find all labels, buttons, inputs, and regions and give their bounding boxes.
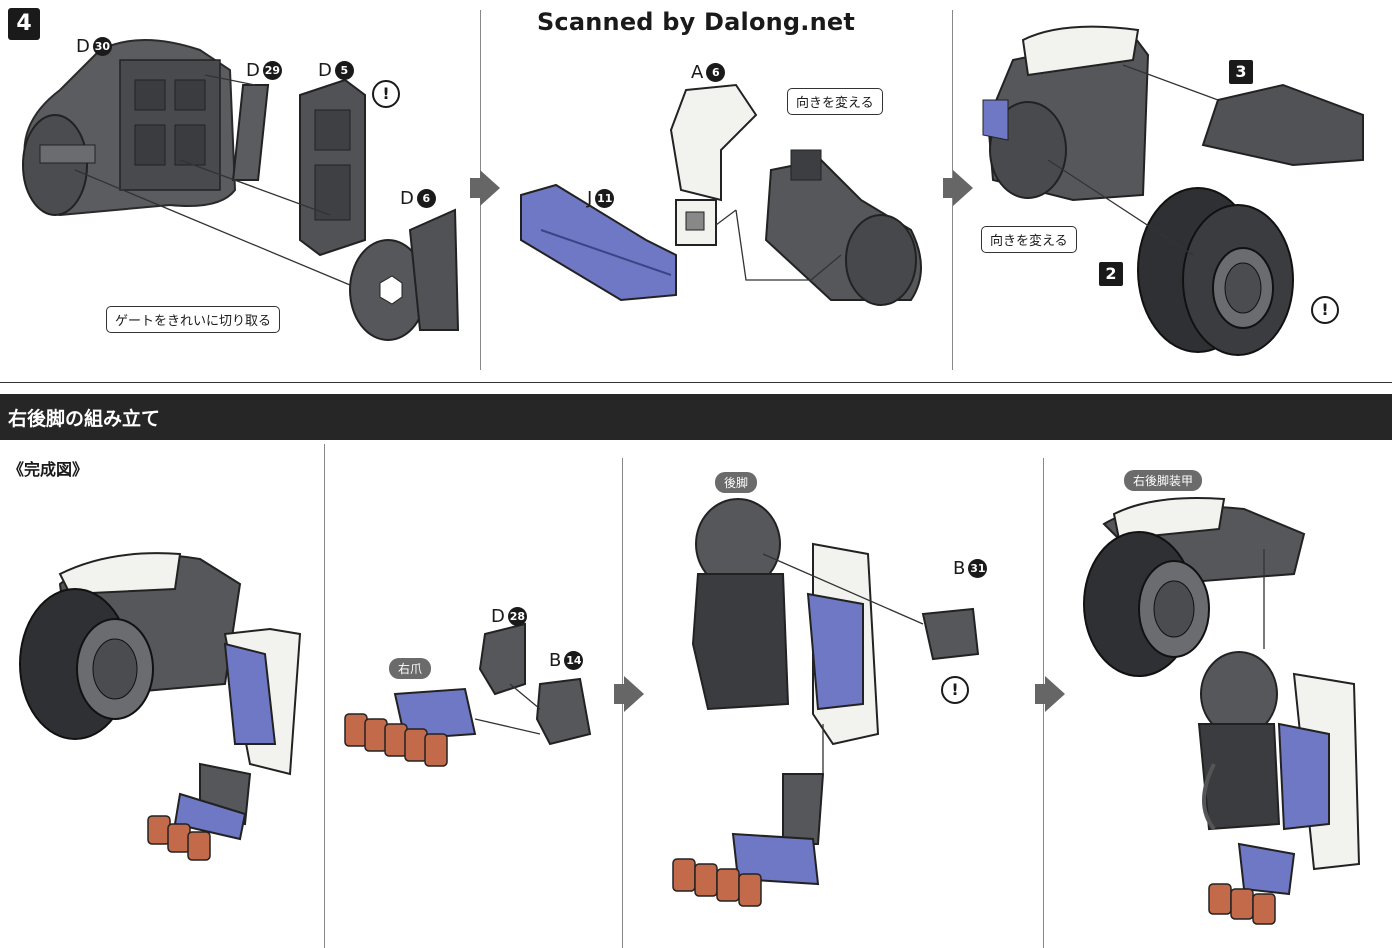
panel2-illustration [520, 83, 922, 306]
subassembly-ref-2: 2 [1099, 262, 1123, 286]
part-number-dot: 6 [706, 63, 726, 82]
final-assembly-illustration [1083, 497, 1361, 925]
part-number-dot: 28 [507, 607, 527, 626]
caution-icon: ! [372, 80, 400, 108]
rear-leg-illustration [672, 498, 980, 907]
section-divider [0, 382, 1392, 383]
part-number-dot: 11 [595, 189, 615, 208]
completed-leg-illustration [19, 552, 302, 861]
next-step-arrow [614, 676, 644, 712]
part-number-dot: 30 [92, 37, 112, 56]
next-step-arrow [1035, 676, 1065, 712]
next-step-arrow [943, 170, 973, 206]
rear-leg-tag: 後脚 [715, 472, 758, 493]
completed-view-label: 《完成図》 [8, 460, 89, 479]
part-label-b14: B 14 [549, 650, 584, 671]
panel-step-4a: D 30 D 29 D 5 ! D 6 ゲートをきれいに切り取る [0, 0, 480, 380]
claw-illustration [344, 622, 592, 767]
gate-trim-callout: ゲートをきれいに切り取る [106, 306, 281, 333]
part-label-d28: D 28 [491, 606, 527, 627]
subassembly-ref-3: 3 [1229, 60, 1253, 84]
part-label-j11: J 11 [587, 188, 615, 209]
part-label-a6: A 6 [691, 62, 726, 83]
rear-leg-panel: 後脚 B 31 ! [623, 444, 1043, 948]
right-claw-tag: 右爪 [389, 658, 432, 679]
panel-step-4b: A 6 J 11 向きを変える [481, 0, 952, 380]
caution-icon: ! [1311, 296, 1339, 324]
part-number-dot: 29 [262, 61, 282, 80]
part-number-dot: 31 [968, 559, 988, 578]
step-number-badge: 4 [8, 8, 40, 40]
part-number-dot: 14 [564, 651, 584, 670]
completed-view-panel: 《完成図》 [0, 444, 324, 948]
section-title: 右後脚の組み立て [8, 408, 161, 430]
panel3-illustration [982, 25, 1364, 356]
panel-divider [324, 444, 325, 948]
rear-leg-armor-tag: 右後脚装甲 [1124, 470, 1203, 491]
rear-leg-armor-panel: 右後脚装甲 [1044, 444, 1392, 948]
scan-watermark: Scanned by Dalong.net [536, 8, 856, 36]
rotate-callout: 向きを変える [787, 88, 883, 115]
panel-step-4c: 3 2 向きを変える ! [953, 0, 1392, 380]
caution-icon: ! [941, 676, 969, 704]
part-number-dot: 5 [334, 61, 354, 80]
part-label-b31: B 31 [953, 558, 988, 579]
part-label-d6: D 6 [400, 188, 436, 209]
part-label-d5: D 5 [318, 60, 354, 81]
part-label-d30: D 30 [76, 36, 112, 57]
part-label-d29: D 29 [246, 60, 282, 81]
part-number-dot: 6 [416, 189, 436, 208]
panel1-illustration [22, 39, 460, 341]
section-header-bar [0, 394, 1392, 440]
next-step-arrow [470, 170, 500, 206]
rotate-callout: 向きを変える [981, 226, 1077, 253]
claw-assembly-panel: 右爪 D 28 B 14 [325, 444, 622, 948]
